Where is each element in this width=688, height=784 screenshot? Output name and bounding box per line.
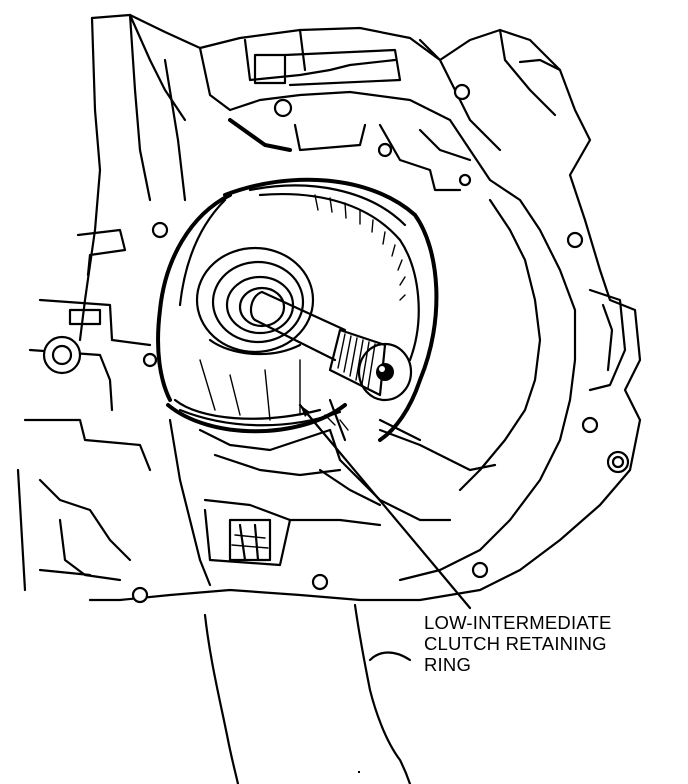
upper-bracket [228,48,472,192]
callout-leader-line [298,403,472,610]
callout-label: LOW-INTERMEDIATE CLUTCH RETAINING RING [424,612,612,675]
case-left-side [16,13,187,592]
hand-outline [203,603,412,784]
callout-arrowhead [300,405,310,417]
clutch-drum [156,177,439,442]
lower-mechanism [168,398,497,587]
bolt-holes [131,83,630,604]
hub-and-shaft [195,246,413,402]
